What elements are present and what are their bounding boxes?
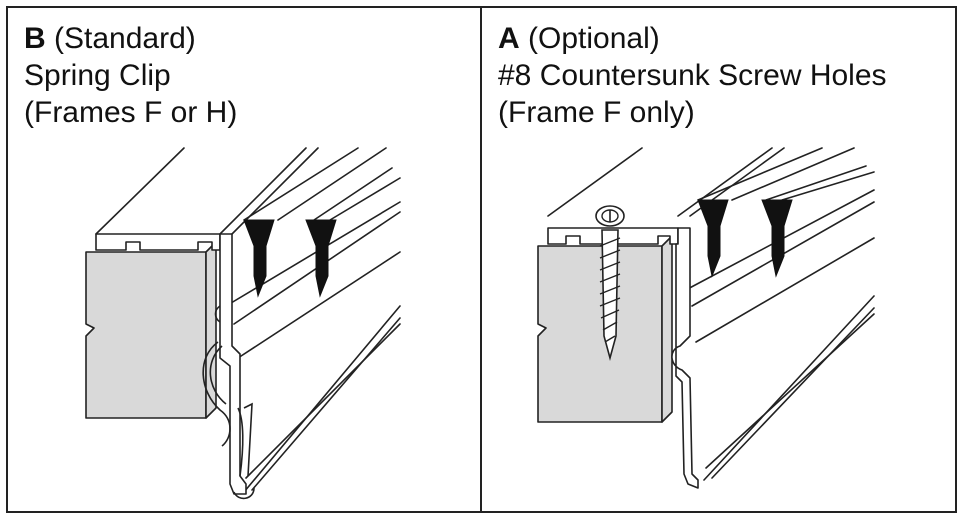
caption-title-line: A (Optional) [498, 20, 887, 57]
option-letter: A [498, 22, 520, 55]
gasket-1 [243, 219, 275, 298]
spring-clip [202, 341, 231, 447]
gasket-1 [697, 199, 729, 278]
caption-title-line: B (Standard) [24, 20, 237, 57]
screw-mount-illustration [537, 147, 875, 489]
mount-type-label: #8 Countersunk Screw Holes [498, 59, 887, 92]
screw-shaft [601, 229, 619, 362]
option-tag: (Standard) [45, 22, 196, 55]
option-tag: (Optional) [519, 22, 660, 55]
frame-compat-label: (Frames F or H) [24, 96, 238, 129]
frame-compat-label: (Frame F only) [498, 96, 695, 129]
option-letter: B [24, 22, 46, 55]
gasket-2 [761, 199, 793, 278]
panel-spring-clip: B (Standard) Spring Clip (Frames F or H) [8, 6, 480, 513]
wood-block [537, 245, 663, 423]
panel-divider [480, 6, 482, 513]
frame-profile [95, 233, 221, 251]
caption-spring-clip: B (Standard) Spring Clip (Frames F or H) [24, 20, 237, 131]
caption-screw-holes: A (Optional) #8 Countersunk Screw Holes … [498, 20, 887, 131]
mount-type-label: Spring Clip [24, 59, 171, 92]
wood-block [85, 251, 207, 419]
panel-screw-holes: A (Optional) #8 Countersunk Screw Holes … [482, 6, 957, 513]
spring-clip-illustration [85, 147, 401, 500]
gasket-2 [305, 219, 337, 298]
